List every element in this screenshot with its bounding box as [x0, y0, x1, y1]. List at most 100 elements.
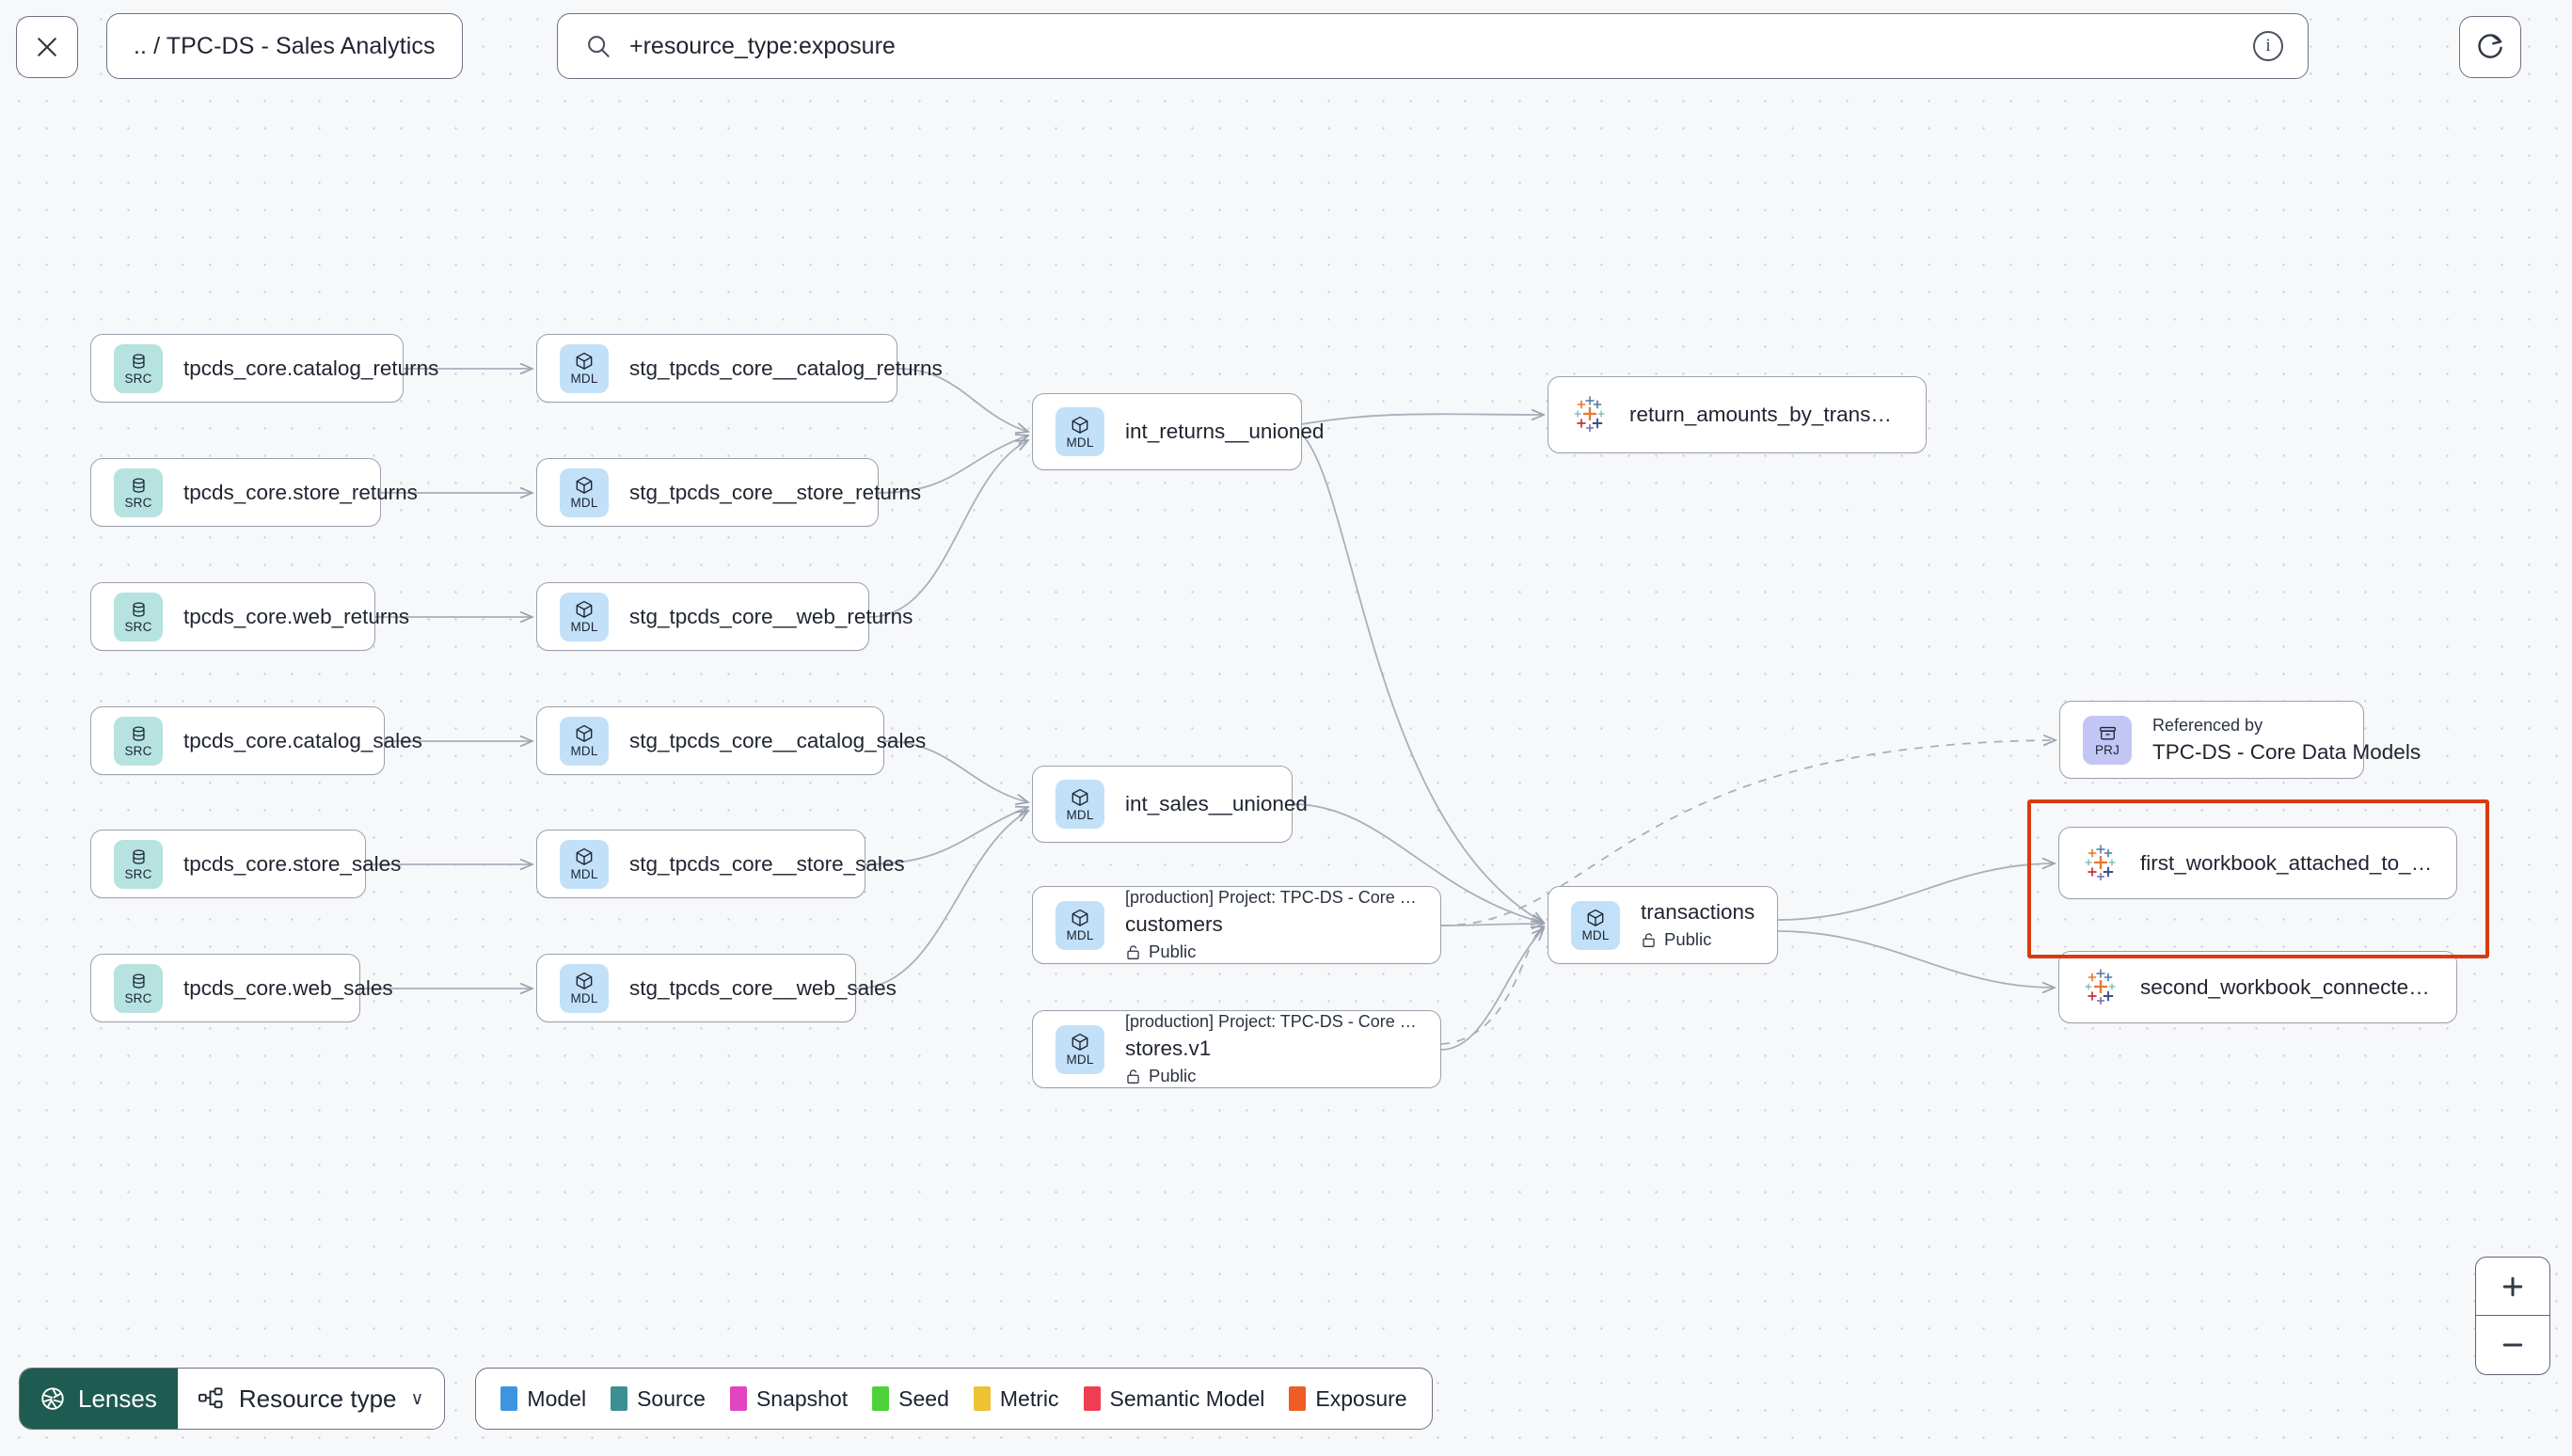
tableau-icon [1574, 396, 1605, 432]
tableau-icon [2085, 844, 2116, 880]
mdl-badge: MDL [560, 716, 609, 766]
resource-type-dropdown[interactable]: Resource type ∨ [177, 1369, 445, 1429]
badge-text: SRC [124, 620, 152, 635]
node-src-catalog-returns[interactable]: SRC tpcds_core.catalog_returns [90, 334, 438, 403]
legend-item-metric[interactable]: Metric [973, 1386, 1059, 1412]
node-referenced-by-project[interactable]: PRJ Referenced by TPC-DS - Core Data Mod… [2059, 701, 2421, 779]
node-exp-first-workbook[interactable]: first_workbook_attached_to_tpc-ds_-_… [2058, 827, 2457, 899]
badge-text: MDL [1066, 928, 1094, 943]
node-label: stg_tpcds_core__store_sales [629, 851, 905, 876]
node-name: stores.v1 [1125, 1037, 1212, 1060]
badge-text: MDL [570, 991, 598, 1006]
aperture-icon [41, 1387, 64, 1410]
legend-swatch [500, 1386, 518, 1411]
legend-item-semantic-model[interactable]: Semantic Model [1083, 1386, 1264, 1412]
legend-item-snapshot[interactable]: Snapshot [729, 1386, 848, 1412]
node-label: int_returns__unioned [1125, 419, 1325, 443]
node-label: tpcds_core.catalog_returns [183, 356, 439, 380]
resource-type-legend: Model Source Snapshot Seed Metric Semantic Mo… [475, 1368, 1433, 1430]
node-label: stg_tpcds_core__store_returns [629, 480, 922, 504]
legend-item-exposure[interactable]: Exposure [1289, 1386, 1407, 1412]
mdl-badge: MDL [560, 963, 609, 1013]
lenses-button[interactable]: Lenses [20, 1369, 178, 1429]
database-icon [129, 847, 149, 867]
legend-item-seed[interactable]: Seed [872, 1386, 949, 1412]
mdl-badge: MDL [560, 592, 609, 641]
zoom-in-button[interactable] [2476, 1258, 2549, 1316]
src-badge: SRC [114, 963, 163, 1013]
legend-item-model[interactable]: Model [500, 1386, 586, 1412]
cube-icon [574, 723, 595, 744]
cube-icon [1585, 908, 1606, 928]
node-label: stg_tpcds_core__web_returns [629, 604, 913, 628]
node-exp-second-workbook[interactable]: second_workbook_connected_to_live… [2058, 951, 2457, 1023]
breadcrumb[interactable]: .. / TPC-DS - Sales Analytics [106, 13, 463, 79]
mdl-badge: MDL [1056, 900, 1104, 950]
node-body: Referenced by TPC-DS - Core Data Models [2152, 716, 2421, 765]
node-transactions[interactable]: MDL transactions Public [1548, 886, 1778, 964]
cube-icon [1070, 415, 1090, 435]
badge-text: MDL [1066, 807, 1094, 822]
database-icon [129, 599, 149, 620]
legend-item-source[interactable]: Source [611, 1386, 706, 1412]
mdl-badge: MDL [560, 839, 609, 889]
badge-text: MDL [570, 867, 598, 882]
archive-box-icon [2098, 722, 2118, 743]
cube-icon [574, 475, 595, 496]
database-icon [129, 351, 149, 372]
node-label: second_workbook_connected_to_live… [2140, 974, 2434, 999]
node-mdl-customers[interactable]: MDL [production] Project: TPC-DS - Core D… [1032, 886, 1441, 964]
node-name: transactions [1641, 900, 1755, 924]
legend-swatch [872, 1386, 890, 1411]
node-mdl-stg-store-sales[interactable]: MDL stg_tpcds_core__store_sales [536, 830, 905, 898]
legend-swatch [729, 1386, 747, 1411]
node-label: stg_tpcds_core__catalog_returns [629, 356, 943, 380]
node-src-store-sales[interactable]: SRC tpcds_core.store_sales [90, 830, 401, 898]
badge-text: SRC [124, 744, 152, 759]
node-label: tpcds_core.store_sales [183, 851, 402, 876]
node-exp-return-amounts[interactable]: return_amounts_by_transaction_type [1548, 376, 1927, 453]
node-mdl-stores-v1[interactable]: MDL[production] Project: TPC-DS - Core D… [1032, 1010, 1441, 1088]
refresh-button[interactable] [2459, 16, 2521, 78]
node-label: int_sales__unioned [1125, 792, 1308, 815]
resource-type-label: Resource type [238, 1384, 397, 1413]
prj-badge-text: PRJ [2094, 743, 2120, 758]
info-icon[interactable]: i [2253, 31, 2283, 61]
visibility-label: Public [1149, 942, 1197, 961]
mdl-badge-text: MDL [1581, 928, 1610, 943]
search-input[interactable]: +resource_type:exposure i [557, 13, 2309, 79]
node-name: TPC-DS - Core Data Models [2152, 739, 2421, 764]
visibility-label: Public [1149, 1066, 1197, 1085]
badge-text: SRC [124, 867, 152, 882]
search-icon [588, 36, 610, 57]
legend-label: Seed [898, 1385, 949, 1411]
src-badge: SRC [114, 592, 163, 641]
badge-text: SRC [124, 372, 152, 387]
visibility-row: Public [1125, 942, 1418, 962]
node-mdl-stg-web-returns[interactable]: MDL stg_tpcds_core__web_returns [536, 582, 913, 651]
minus-icon [2502, 1343, 2523, 1347]
badge-text: SRC [124, 991, 152, 1006]
legend-swatch [973, 1386, 991, 1411]
cube-icon [574, 971, 595, 991]
zoom-out-button[interactable] [2476, 1316, 2549, 1374]
prj-badge: PRJ [2083, 715, 2132, 765]
node-mdl-int-sales-unioned[interactable]: MDL int_sales__unioned [1032, 766, 1308, 843]
database-icon [129, 475, 149, 496]
close-button[interactable] [16, 16, 78, 78]
node-project-label: [production] Project: TPC-DS - Core Data… [1125, 1012, 1418, 1031]
src-badge: SRC [114, 839, 163, 889]
unlock-icon [1643, 932, 1655, 947]
node-body: [production] Project: TPC-DS - Core Data… [1125, 888, 1418, 962]
